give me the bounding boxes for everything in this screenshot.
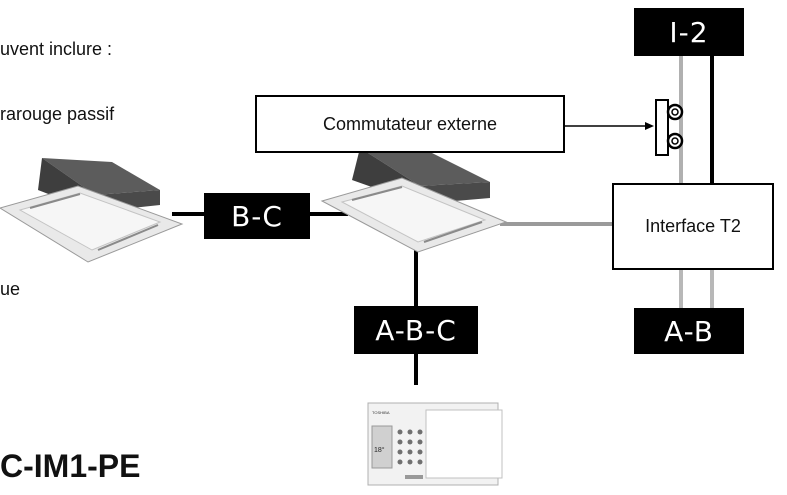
tag-bottom-right: A-B — [634, 308, 744, 354]
interface-label: Interface T2 — [645, 216, 741, 236]
external-switch-label: Commutateur externe — [322, 113, 498, 134]
contact-switch-icon — [655, 99, 684, 156]
remote-controller-icon: TOSHIBA 18° — [367, 402, 503, 486]
text-line-2: rarouge passif — [0, 104, 115, 124]
tag-top-right: I-2 — [634, 8, 744, 56]
external-switch-box: Commutateur externe — [255, 95, 565, 153]
switch-arrow-head — [645, 122, 654, 130]
interface-box: Interface T2 — [612, 183, 774, 270]
cassette-unit-center-icon — [320, 148, 508, 253]
text-line-1: uvent inclure : — [0, 39, 113, 59]
tag-between-units: B-C — [204, 193, 310, 239]
model-title: C-IM1-PE — [0, 448, 141, 484]
remote-brand: TOSHIBA — [372, 410, 390, 415]
tag-under-unit: A-B-C — [354, 306, 478, 354]
remote-display: 18° — [374, 446, 385, 454]
cassette-unit-left-icon — [0, 158, 184, 263]
text-line-3: ue — [0, 279, 21, 299]
